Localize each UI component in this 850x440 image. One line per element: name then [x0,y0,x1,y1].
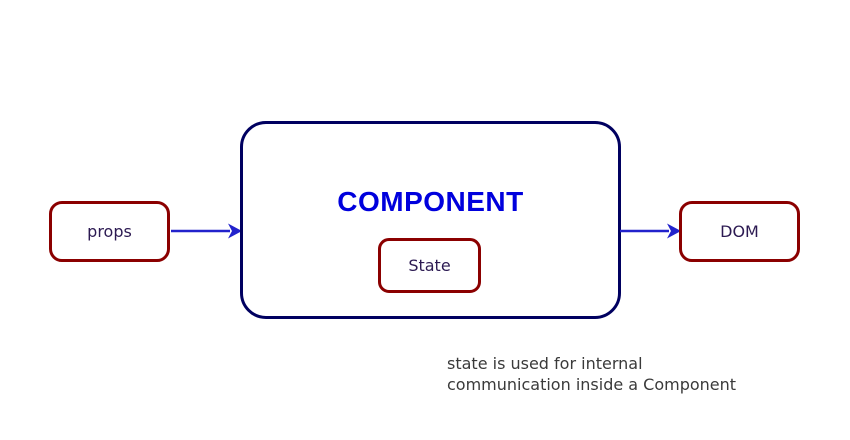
node-state-label: State [408,255,451,275]
arrow-right-icon [171,223,242,239]
arrow-right-icon [620,223,681,239]
node-state[interactable]: State [378,238,481,293]
diagram-caption: state is used for internal communication… [447,354,737,394]
arrow-props-to-component [170,219,242,243]
node-component-label: COMPONENT [337,186,524,217]
node-props[interactable]: props [49,201,170,262]
node-dom[interactable]: DOM [679,201,800,262]
node-dom-label: DOM [720,221,759,241]
arrow-component-to-dom [619,219,681,243]
node-props-label: props [87,221,132,241]
